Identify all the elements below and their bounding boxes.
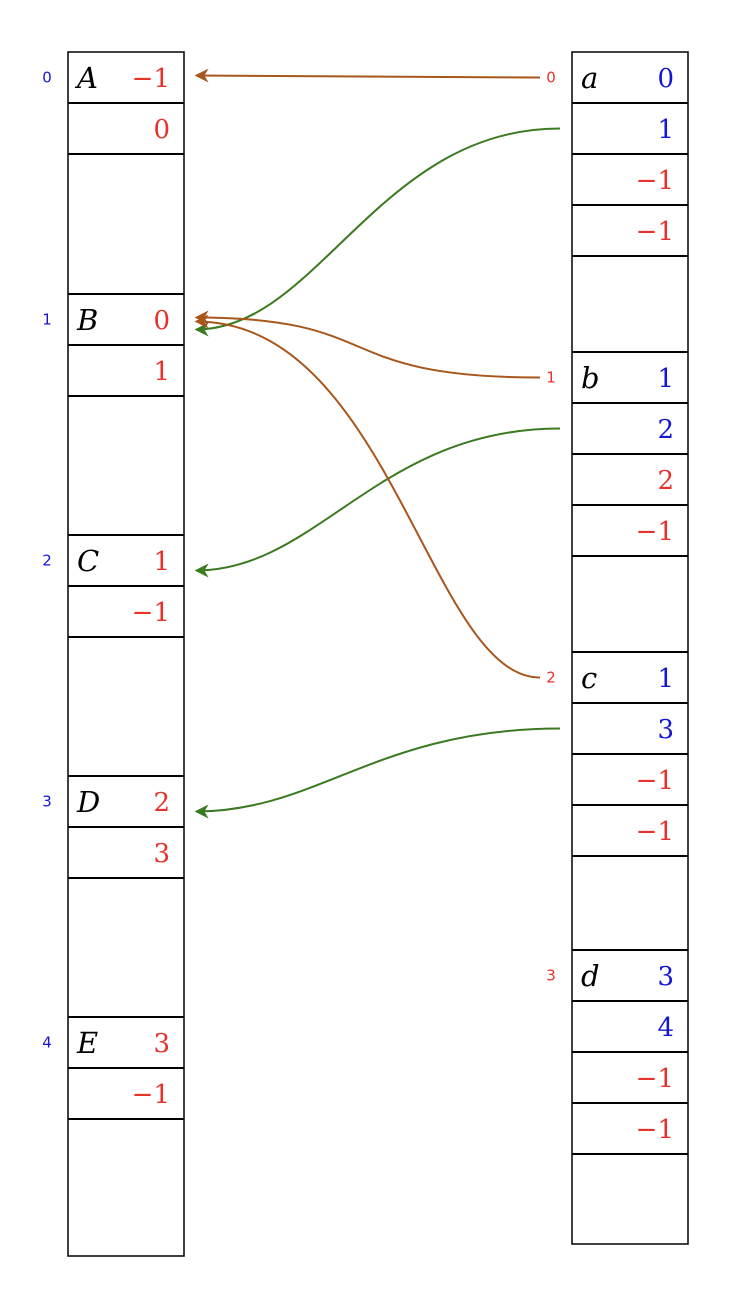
- node-name: a: [581, 61, 598, 95]
- node-C: 2 C 1 −1: [42, 534, 184, 638]
- pointer-arrows: [194, 68, 561, 819]
- node-field-value: 2: [657, 415, 674, 445]
- node-d: 3 d 3 4 −1 −1: [546, 949, 688, 1155]
- node-field-value: −1: [636, 517, 674, 547]
- arrow-a-row2-to-B: [194, 127, 561, 337]
- node-field-value: −1: [132, 64, 170, 94]
- node-field-value: 0: [153, 115, 170, 145]
- node-name: C: [77, 544, 99, 578]
- node-D: 3 D 2 3: [42, 775, 184, 879]
- node-index-label: 3: [42, 793, 52, 811]
- node-name: A: [74, 61, 98, 95]
- arrow-c-row2-to-D: [194, 727, 561, 819]
- node-field-value: −1: [132, 1080, 170, 1110]
- node-field-value: −1: [636, 766, 674, 796]
- node-field-value: 1: [153, 357, 170, 387]
- left-node-list: 0 A −1 0 1 B 0 1 2 C 1 −1 3 D 2 3 4 E 3 −1: [42, 61, 184, 1120]
- node-field-value: 1: [153, 547, 170, 577]
- right-column-container: [571, 51, 689, 1245]
- node-index-label: 0: [546, 69, 556, 87]
- node-name: d: [581, 959, 600, 993]
- node-field-value: −1: [636, 1115, 674, 1145]
- node-field-value: 1: [657, 364, 674, 394]
- node-E: 4 E 3 −1: [42, 1016, 184, 1120]
- node-index-label: 2: [546, 669, 556, 687]
- right-node-list: 0 a 0 1 −1 −1 1 b 1 2 2 −1 2 c 1 3 −1 −1 3 d 3 4 −1 −1: [546, 61, 688, 1155]
- arrow-a-row1-to-A: [194, 68, 541, 83]
- node-name: c: [581, 661, 597, 695]
- arrow-c-row1-to-B: [194, 314, 541, 679]
- node-B: 1 B 0 1: [42, 293, 184, 397]
- node-field-value: −1: [636, 1064, 674, 1094]
- node-name: E: [76, 1026, 98, 1060]
- node-field-value: 0: [153, 306, 170, 336]
- node-field-value: −1: [636, 817, 674, 847]
- node-field-value: 2: [657, 466, 674, 496]
- node-field-value: −1: [636, 217, 674, 247]
- node-field-value: 4: [657, 1013, 674, 1043]
- node-field-value: 1: [657, 664, 674, 694]
- node-field-value: 3: [657, 962, 674, 992]
- node-A: 0 A −1 0: [42, 61, 184, 155]
- node-name: D: [76, 785, 100, 819]
- node-field-value: 1: [657, 115, 674, 145]
- left-column-container: [67, 51, 185, 1257]
- node-field-value: 0: [657, 64, 674, 94]
- node-a: 0 a 0 1 −1 −1: [546, 61, 688, 257]
- node-field-value: −1: [132, 598, 170, 628]
- node-c: 2 c 1 3 −1 −1: [546, 651, 688, 857]
- node-index-label: 1: [42, 311, 52, 329]
- node-field-value: 2: [153, 788, 170, 818]
- node-index-label: 3: [546, 967, 556, 985]
- node-field-value: 3: [153, 839, 170, 869]
- node-field-value: 3: [657, 715, 674, 745]
- node-name: b: [581, 361, 600, 395]
- node-b: 1 b 1 2 2 −1: [546, 351, 688, 557]
- node-index-label: 2: [42, 552, 52, 570]
- arrow-b-row1-to-B: [194, 310, 541, 379]
- node-field-value: −1: [636, 166, 674, 196]
- node-index-label: 1: [546, 369, 556, 387]
- node-field-value: 3: [153, 1029, 170, 1059]
- node-index-label: 0: [42, 69, 52, 87]
- node-index-label: 4: [42, 1034, 52, 1052]
- arrow-b-row2-to-C: [194, 427, 561, 578]
- node-name: B: [76, 303, 98, 337]
